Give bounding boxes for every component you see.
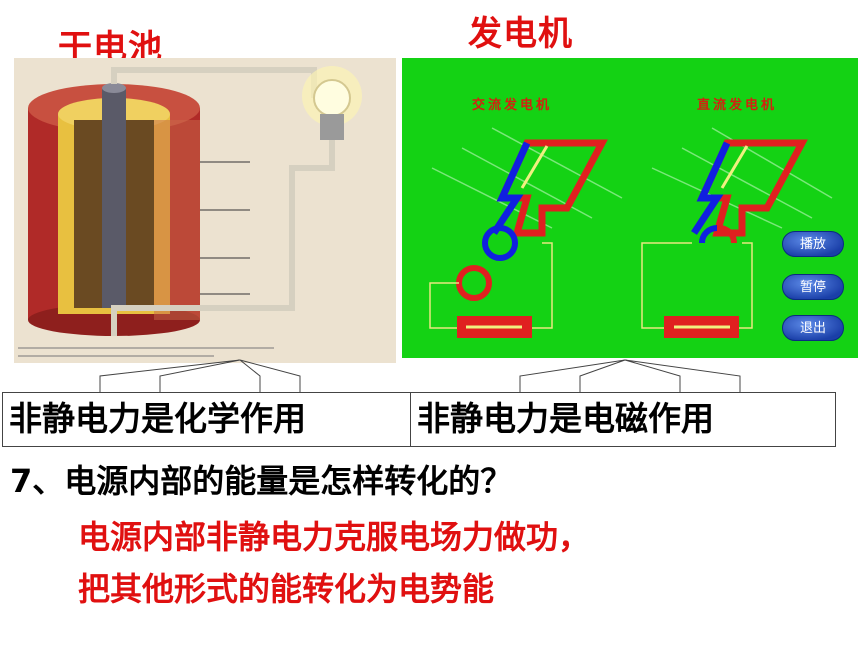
exit-button[interactable]: 退出: [782, 315, 844, 341]
ac-slip-ring-red: [456, 265, 492, 301]
callout-pointers: [99, 359, 741, 392]
generator-title: 发电机: [468, 14, 573, 54]
battery-illustration: [14, 58, 396, 363]
dc-coil-red: [696, 139, 808, 237]
battery-cutaway-diagram: [18, 66, 362, 357]
play-button[interactable]: 播放: [782, 231, 844, 257]
question-text: 7、电源内部的能量是怎样转化的？: [10, 462, 513, 500]
dc-commutator-red: [719, 225, 738, 244]
casing-cut: [154, 120, 200, 320]
callout-pointer-left: [99, 359, 241, 392]
bulb-socket: [320, 114, 344, 140]
ac-slip-ring-blue: [482, 225, 518, 261]
answer-line-2: 把其他形式的能转化为电势能: [78, 570, 495, 608]
dc-generator-label: 直流发电机: [697, 98, 778, 113]
callout-pointer-right: [519, 359, 626, 392]
electromagnetic-force-label: 非静电力是电磁作用: [410, 392, 836, 447]
pause-button[interactable]: 暂停: [782, 274, 844, 300]
callout-pointer-right-b: [624, 359, 741, 392]
dc-circuit-wire: [641, 242, 753, 329]
dc-commutator-blue: [699, 225, 718, 244]
return-wire: [111, 140, 335, 336]
bulb-icon: [313, 79, 351, 117]
ac-coil-blue: [491, 141, 531, 235]
dc-coil-blue: [691, 141, 731, 235]
chemical-force-label: 非静电力是化学作用: [2, 392, 412, 447]
ac-generator-label: 交流发电机: [472, 98, 553, 113]
ac-coil-red: [496, 139, 608, 237]
answer-line-1: 电源内部非静电力克服电场力做功，: [78, 518, 591, 556]
generator-diagram: [429, 127, 833, 338]
carbon-rod-top: [102, 83, 126, 93]
generator-animation-panel: 交流发电机 直流发电机 播放 暂停 退出: [402, 58, 858, 358]
callout-pointer-left-b: [239, 359, 301, 392]
dc-current-arrow: [720, 145, 749, 189]
carbon-rod: [102, 88, 126, 308]
ac-current-arrow: [520, 145, 549, 189]
